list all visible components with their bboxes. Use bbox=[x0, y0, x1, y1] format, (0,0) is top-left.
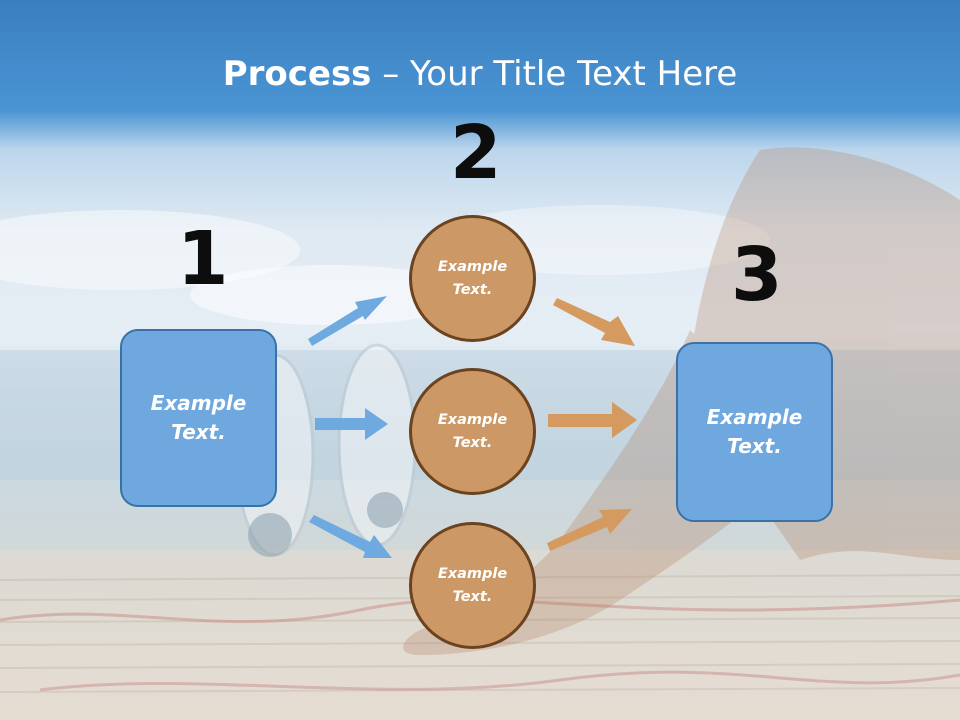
circle-middle-line2: Text. bbox=[452, 434, 493, 451]
title-rest: – Your Title Text Here bbox=[371, 54, 738, 94]
slide-title: Process – Your Title Text Here bbox=[0, 52, 960, 96]
circle-bottom-line2: Text. bbox=[452, 588, 493, 605]
arrow-right-blue bbox=[315, 408, 388, 440]
circle-top-line2: Text. bbox=[452, 281, 493, 298]
step-number-3: 3 bbox=[731, 232, 783, 318]
circle-bottom-line1: Example bbox=[437, 565, 508, 582]
step-number-2: 2 bbox=[450, 110, 502, 196]
step-number-1: 1 bbox=[177, 216, 229, 302]
box-step-3-line2: Text. bbox=[727, 434, 782, 458]
box-step-1-line1: Example bbox=[150, 391, 247, 415]
arrow-bottom-orange bbox=[547, 509, 632, 551]
box-step-1-line2: Text. bbox=[171, 420, 226, 444]
title-bold: Process bbox=[222, 54, 372, 94]
arrow-middle-orange bbox=[548, 402, 637, 438]
arrow-top-orange bbox=[553, 298, 635, 346]
circle-middle-line1: Example bbox=[437, 411, 508, 428]
arrow-up-right bbox=[308, 296, 387, 346]
blue-arrows bbox=[308, 296, 392, 558]
circle-top-line1: Example bbox=[437, 258, 508, 275]
orange-arrows bbox=[547, 298, 637, 551]
box-step-3-line1: Example bbox=[706, 405, 803, 429]
arrow-down-right bbox=[309, 515, 392, 558]
